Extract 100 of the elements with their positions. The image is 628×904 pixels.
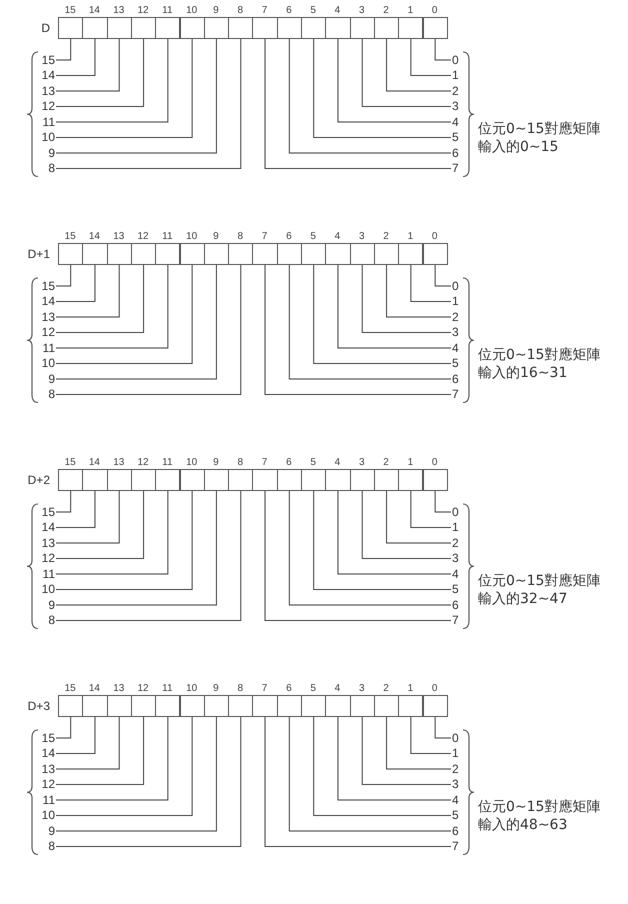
bit-number: 4 [334,5,342,16]
connector-line [56,716,193,816]
bit-number: 13 [112,231,126,242]
bit-cell [82,17,108,39]
bit-number: 11 [161,683,174,694]
bit-cell [180,695,205,717]
bit-label: 9 [48,372,55,386]
bit-number: 12 [136,231,150,242]
bit-number: 8 [236,683,244,694]
connector-line [56,716,96,754]
bit-number: 7 [260,231,268,242]
bit-cell [252,469,278,491]
register-name: D+3 [26,699,50,713]
connector-line [434,490,452,512]
connector-line [434,716,452,738]
connector-line [56,38,193,138]
bit-cell [374,17,400,39]
connector-line [56,490,96,528]
bit-number: 3 [358,5,366,16]
connector-line [337,716,452,800]
bit-number: 0 [430,683,438,694]
bit-cell [228,17,254,39]
bit-number: 12 [136,5,150,16]
bit-label: 0 [452,54,459,66]
bit-number: 10 [185,5,198,16]
bit-number: 1 [406,231,414,242]
bit-label: 5 [452,809,459,822]
connector-line [313,38,452,138]
register-name: D+2 [26,473,50,487]
bit-label: 0 [452,732,459,744]
bit-label: 6 [452,598,459,612]
connector-line [288,490,452,606]
bit-number: 11 [161,457,174,468]
connector-line [386,264,452,318]
bit-cell [350,469,375,491]
bit-cell [130,469,156,491]
connector-line [56,716,242,847]
connector-line [56,264,120,318]
bit-cell [155,243,180,265]
bit-cell [374,469,400,491]
bit-number: 10 [185,457,198,468]
bit-number: 4 [334,457,342,468]
bit-cell [155,17,180,39]
bit-number: 0 [430,457,438,468]
bit-number: 2 [382,683,390,694]
bit-number: 12 [136,457,150,468]
connector-line [56,716,72,738]
bit-label: 8 [48,162,55,175]
bit-label: 11 [42,116,55,128]
bit-number: 5 [309,231,317,242]
bit-label: 1 [452,521,459,534]
connector-line [362,264,452,333]
connector-line [56,264,144,333]
bit-cell [58,469,84,491]
bit-label: 10 [42,131,55,144]
bit-label: 13 [42,310,55,324]
bit-number: 13 [112,457,126,468]
bit-number: 7 [260,683,268,694]
bit-cell [180,17,205,39]
bit-cell [204,243,230,265]
bit-label: 7 [452,840,459,853]
connector-line [337,38,452,122]
bit-cell [130,243,156,265]
connector-line [56,490,144,559]
connector-line [410,38,452,76]
bit-cell [204,469,230,491]
bit-label: 12 [42,326,55,339]
bit-cell [276,17,302,39]
bit-label: 10 [42,809,55,822]
connector-line [56,264,193,364]
bit-number: 3 [358,683,366,694]
connector-line [56,38,217,154]
bit-number: 4 [334,683,342,694]
bit-number: 14 [88,457,101,468]
connector-line [56,38,120,92]
connector-line [337,264,452,348]
bit-label: 15 [42,732,55,744]
connector-line [56,716,168,800]
bit-label: 2 [452,762,459,776]
bit-cell [350,695,375,717]
bit-number: 2 [382,457,390,468]
connector-line [362,716,452,785]
connector-line [386,716,452,770]
bit-number: 15 [64,231,77,242]
bit-cell [252,243,278,265]
bit-number: 10 [185,683,198,694]
bit-label: 3 [452,552,459,565]
connector-line [56,264,168,348]
bit-number: 11 [161,231,174,242]
bit-label: 13 [42,536,55,550]
bit-cell [82,695,108,717]
bit-cell [276,695,302,717]
bit-number: 15 [64,457,77,468]
bit-cell [325,243,351,265]
connector-line [56,264,242,395]
bit-label: 6 [452,372,459,386]
bit-label: 8 [48,614,55,627]
bit-label: 4 [452,116,459,128]
bit-cell [398,17,424,39]
bit-number: 6 [285,457,293,468]
